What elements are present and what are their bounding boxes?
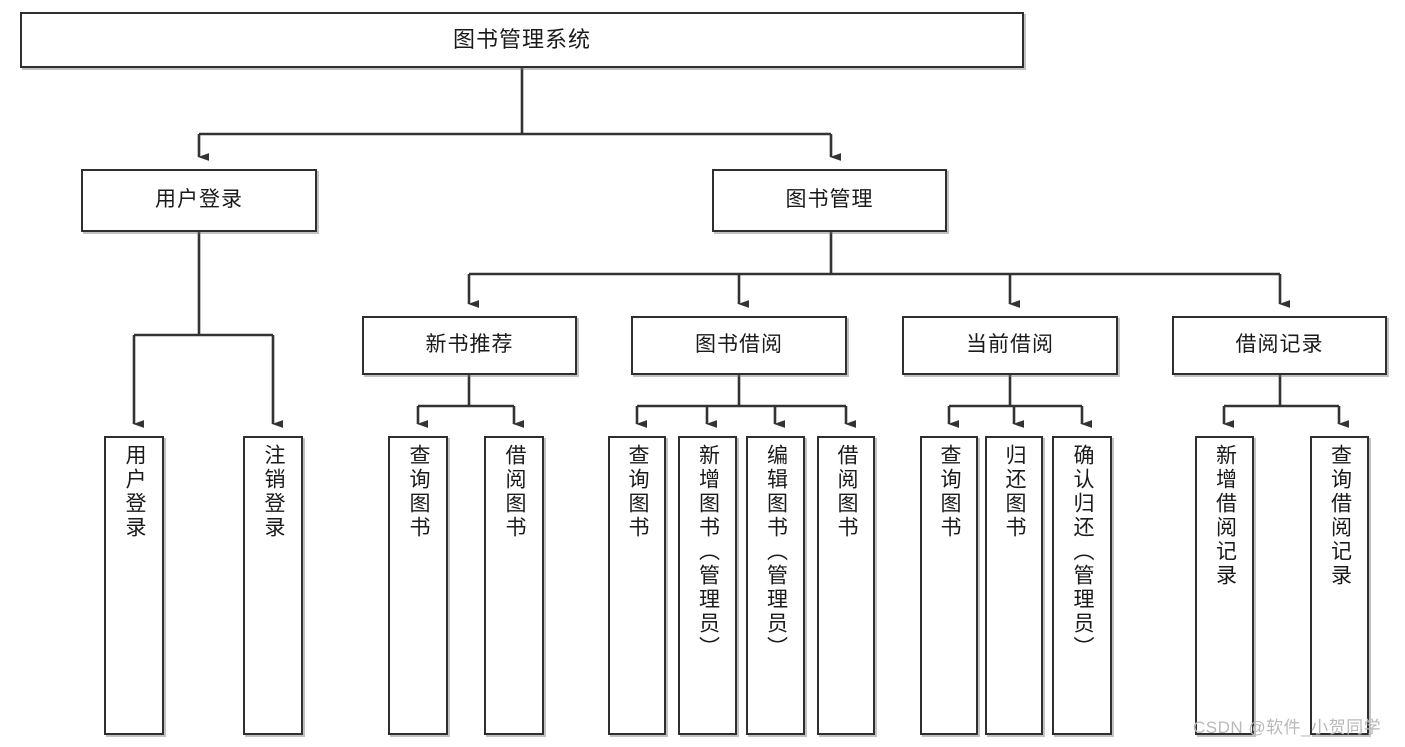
root-to-level2-connectors [197,68,841,161]
node-label: 借阅记录 [1235,333,1324,357]
node-label: 图书管理 [785,188,874,212]
node-label: 借阅图书 [835,444,859,540]
node-label: 用户登录 [123,444,147,540]
node-new-book-recommend[interactable]: 新书推荐 [362,316,577,375]
node-label: 注销登录 [262,444,286,540]
node-system-root[interactable]: 图书管理系统 [20,12,1024,68]
node-label: 归还图书 [1003,444,1027,540]
node-label: 查询图书 [938,444,962,540]
leaf-node[interactable]: 查询借阅记录 [1310,436,1369,735]
leaf-node[interactable]: 借阅图书 [817,436,875,735]
csdn-watermark: CSDN @软件_小贺同学 [1193,718,1382,737]
node-label: 编辑图书（管理员） [764,444,788,660]
leaf-node[interactable]: 编辑图书（管理员） [746,436,805,735]
leaf-node[interactable]: 查询图书 [920,436,978,735]
leaf-node[interactable]: 查询图书 [608,436,666,735]
node-label: 新书推荐 [425,333,514,357]
node-current-borrow[interactable]: 当前借阅 [902,316,1118,375]
node-label: 新增借阅记录 [1213,444,1237,588]
node-label: 图书管理系统 [452,27,591,53]
node-label: 确认归还（管理员） [1071,444,1095,660]
leaf-node[interactable]: 借阅图书 [484,436,544,735]
leaf-node[interactable]: 新增借阅记录 [1195,436,1254,735]
node-label: 查询图书 [407,444,431,540]
node-borrow-record[interactable]: 借阅记录 [1172,316,1387,375]
leaf-node[interactable]: 用户登录 [104,436,164,735]
leaf-node[interactable]: 新增图书（管理员） [678,436,737,735]
node-label: 用户登录 [155,188,243,212]
leaf-node[interactable]: 注销登录 [243,436,303,735]
leaf-node[interactable]: 确认归还（管理员） [1052,436,1112,735]
node-label: 图书借阅 [695,333,783,357]
node-book-management[interactable]: 图书管理 [712,169,947,232]
current-borrow-to-leaves-connectors [947,375,1092,428]
node-label: 新增图书（管理员） [696,444,720,660]
leaf-node[interactable]: 查询图书 [388,436,448,735]
node-label: 当前借阅 [966,333,1054,357]
new-book-recommend-to-leaves-connectors [416,375,524,428]
node-label: 借阅图书 [503,444,527,540]
node-user-login[interactable]: 用户登录 [81,169,317,232]
node-label: 查询借阅记录 [1328,444,1352,588]
book-management-to-level3-connectors [467,232,1290,308]
user-login-to-leaves-connectors [132,232,283,428]
node-label: 查询图书 [626,444,650,540]
book-borrow-to-leaves-connectors [635,375,856,428]
leaf-node[interactable]: 归还图书 [985,436,1043,735]
borrow-record-to-leaves-connectors [1222,375,1349,428]
node-book-borrow[interactable]: 图书借阅 [631,316,847,375]
